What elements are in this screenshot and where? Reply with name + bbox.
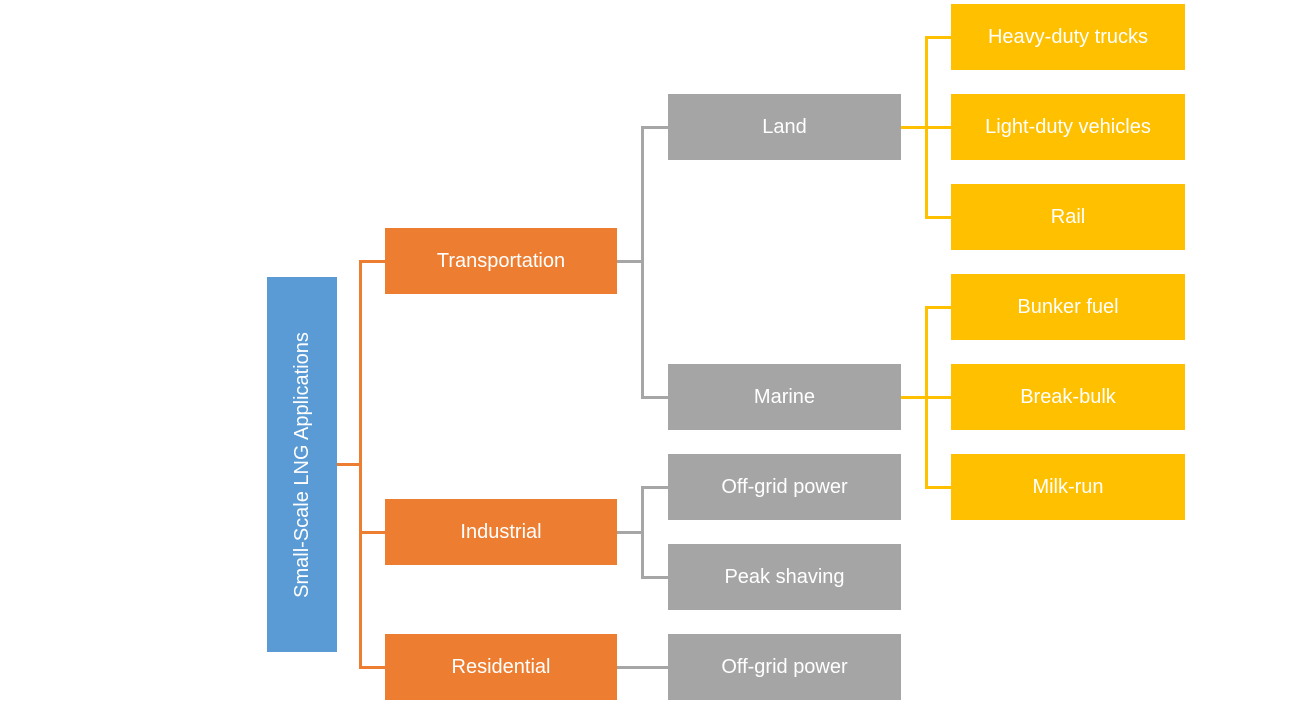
node-transportation-label: Transportation [436, 250, 566, 272]
node-offgrid-power-industrial: Off-grid power [668, 454, 901, 520]
node-rail: Rail [951, 184, 1185, 250]
connector-stub-land [644, 126, 668, 129]
node-offgrid-power-residential-label: Off-grid power [721, 656, 848, 678]
node-marine: Marine [668, 364, 901, 430]
node-break-bulk: Break-bulk [951, 364, 1185, 430]
connector-root-stub-industrial [362, 531, 385, 534]
connector-stub-peak-shaving [644, 576, 668, 579]
node-bunker-fuel: Bunker fuel [951, 274, 1185, 340]
node-milk-run-label: Milk-run [1032, 476, 1104, 498]
node-marine-label: Marine [753, 386, 816, 408]
node-bunker-fuel-label: Bunker fuel [1017, 296, 1119, 318]
node-heavy-duty-trucks-label: Heavy-duty trucks [987, 26, 1149, 48]
node-peak-shaving-label: Peak shaving [724, 566, 845, 588]
connector-stub-bunker-fuel [928, 306, 951, 309]
connector-transportation-spine [641, 126, 644, 399]
node-light-duty-vehicles-label: Light-duty vehicles [985, 116, 1151, 138]
node-peak-shaving: Peak shaving [668, 544, 901, 610]
node-milk-run: Milk-run [951, 454, 1185, 520]
node-offgrid-power-industrial-label: Off-grid power [721, 476, 848, 498]
connector-transportation-h [617, 260, 641, 263]
connector-residential-h [617, 666, 668, 669]
connector-root-h [337, 463, 359, 466]
connector-stub-heavy-duty-trucks [928, 36, 951, 39]
connector-stub-light-duty-vehicles [928, 126, 951, 129]
node-offgrid-power-residential: Off-grid power [668, 634, 901, 700]
connector-stub-marine [644, 396, 668, 399]
node-root: Small-Scale LNG Applications [267, 277, 337, 652]
connector-marine-h [901, 396, 925, 399]
node-light-duty-vehicles: Light-duty vehicles [951, 94, 1185, 160]
connector-marine-spine [925, 306, 928, 489]
connector-land-spine [925, 36, 928, 219]
node-residential-label: Residential [451, 656, 551, 678]
node-break-bulk-label: Break-bulk [1020, 386, 1116, 408]
connector-root-stub-transportation [362, 260, 385, 263]
node-transportation: Transportation [385, 228, 617, 294]
connector-stub-break-bulk [928, 396, 951, 399]
node-rail-label: Rail [1050, 206, 1086, 228]
node-heavy-duty-trucks: Heavy-duty trucks [951, 4, 1185, 70]
node-industrial-label: Industrial [460, 521, 542, 543]
node-industrial: Industrial [385, 499, 617, 565]
node-land: Land [668, 94, 901, 160]
connector-stub-rail [928, 216, 951, 219]
node-land-label: Land [762, 116, 807, 138]
connector-land-h [901, 126, 925, 129]
connector-stub-milk-run [928, 486, 951, 489]
connector-industrial-h [617, 531, 641, 534]
connector-stub-offgrid-industrial [644, 486, 668, 489]
node-residential: Residential [385, 634, 617, 700]
connector-root-stub-residential [362, 666, 385, 669]
connector-root-spine [359, 260, 362, 669]
node-root-label: Small-Scale LNG Applications [291, 331, 313, 598]
connector-industrial-spine [641, 486, 644, 579]
